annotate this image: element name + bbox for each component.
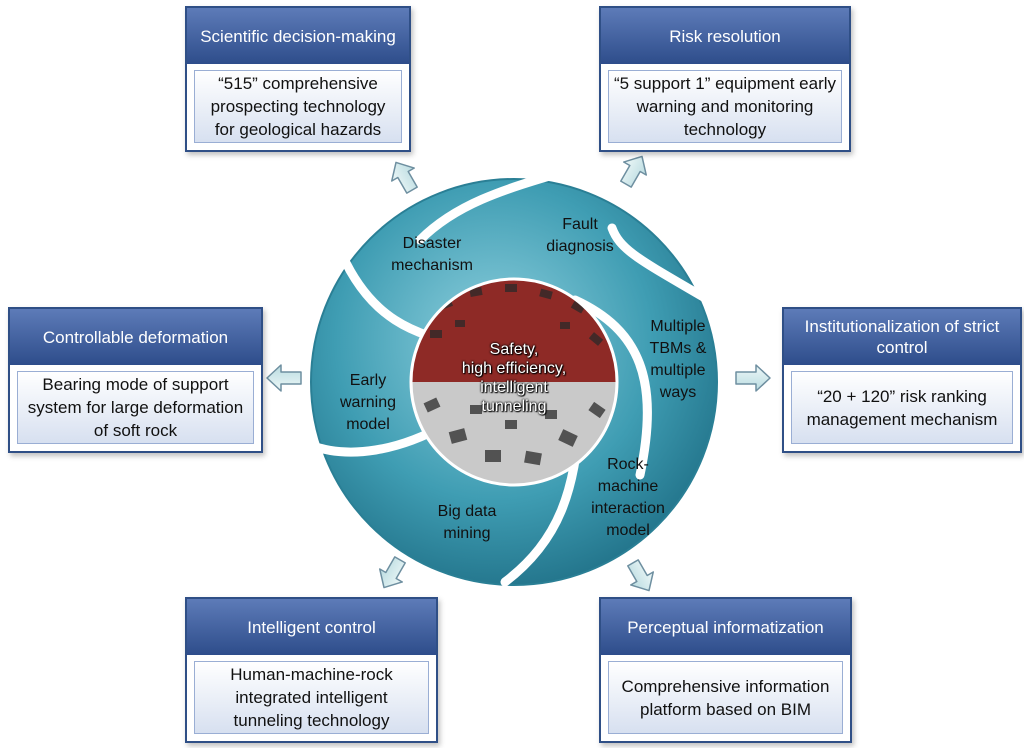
box-scientific-decision-making: Scientific decision-making “515” compreh… [185, 6, 411, 152]
box-intelligent-control: Intelligent control Human-machine-rock i… [185, 597, 438, 743]
hub-cutters [423, 284, 606, 466]
arrow-to-controllable [266, 364, 302, 392]
box-risk-resolution: Risk resolution “5 support 1” equipment … [599, 6, 851, 152]
box-body: “20 + 120” risk ranking management mecha… [791, 371, 1013, 444]
arrow-to-institutional [735, 364, 771, 392]
arrow-to-intelligent [378, 556, 406, 589]
arrow-to-perceptual [627, 559, 655, 592]
box-title: Intelligent control [187, 599, 436, 655]
arrow-to-risk [620, 155, 648, 188]
label-line: model [346, 416, 390, 433]
box-title: Scientific decision-making [187, 8, 409, 64]
label-disaster-mechanism: Disaster mechanism [391, 233, 473, 277]
center-line: high efficiency, [461, 360, 567, 377]
label-line: model [606, 522, 650, 539]
box-title: Institutionalization of strict control [784, 309, 1020, 365]
label-line: Multiple [650, 318, 706, 335]
label-rock-machine: Rock- machine interaction model [591, 454, 665, 542]
box-body: Bearing mode of support system for large… [17, 371, 254, 444]
label-line: diagnosis [546, 238, 614, 255]
label-multiple-tbms: Multiple TBMs & multiple ways [650, 316, 707, 404]
label-line: Fault [562, 216, 598, 233]
label-line: Disaster [402, 235, 462, 252]
label-line: TBMs & [649, 340, 707, 357]
label-early-warning: Early warning model [340, 370, 396, 436]
box-title: Controllable deformation [10, 309, 261, 365]
center-line: tunneling [481, 398, 547, 415]
arrows [266, 155, 771, 592]
box-perceptual-informatization: Perceptual informatization Comprehensive… [599, 597, 852, 743]
label-line: ways [659, 384, 697, 401]
label-fault-diagnosis: Fault diagnosis [546, 214, 614, 258]
label-line: mining [443, 525, 491, 542]
center-line: intelligent [480, 379, 548, 396]
label-line: multiple [650, 362, 706, 379]
label-big-data: Big data mining [438, 501, 497, 545]
label-line: machine [597, 478, 659, 495]
label-line: mechanism [391, 257, 473, 274]
box-body: “515” comprehensive prospecting technolo… [194, 70, 402, 143]
label-line: interaction [591, 500, 665, 517]
box-title: Perceptual informatization [601, 599, 850, 655]
box-title: Risk resolution [601, 8, 849, 64]
separator-top-right [607, 223, 710, 303]
box-institutionalization: Institutionalization of strict control “… [782, 307, 1022, 453]
center-line: Safety, [489, 341, 539, 358]
hub-rim [409, 277, 619, 487]
box-body: “5 support 1” equipment early warning an… [608, 70, 842, 143]
label-line: Big data [437, 503, 497, 520]
box-body: Comprehensive information platform based… [608, 661, 843, 734]
arrow-to-scientific [390, 161, 418, 194]
label-line: Early [349, 372, 387, 389]
separator-right [570, 295, 652, 480]
separator-top-left [415, 165, 575, 245]
box-controllable-deformation: Controllable deformation Bearing mode of… [8, 307, 263, 453]
center-label: Safety, high efficiency, intelligent tun… [462, 340, 566, 416]
label-line: warning [339, 394, 397, 411]
box-body: Human-machine-rock integrated intelligen… [194, 661, 429, 734]
label-line: Rock- [607, 456, 649, 473]
